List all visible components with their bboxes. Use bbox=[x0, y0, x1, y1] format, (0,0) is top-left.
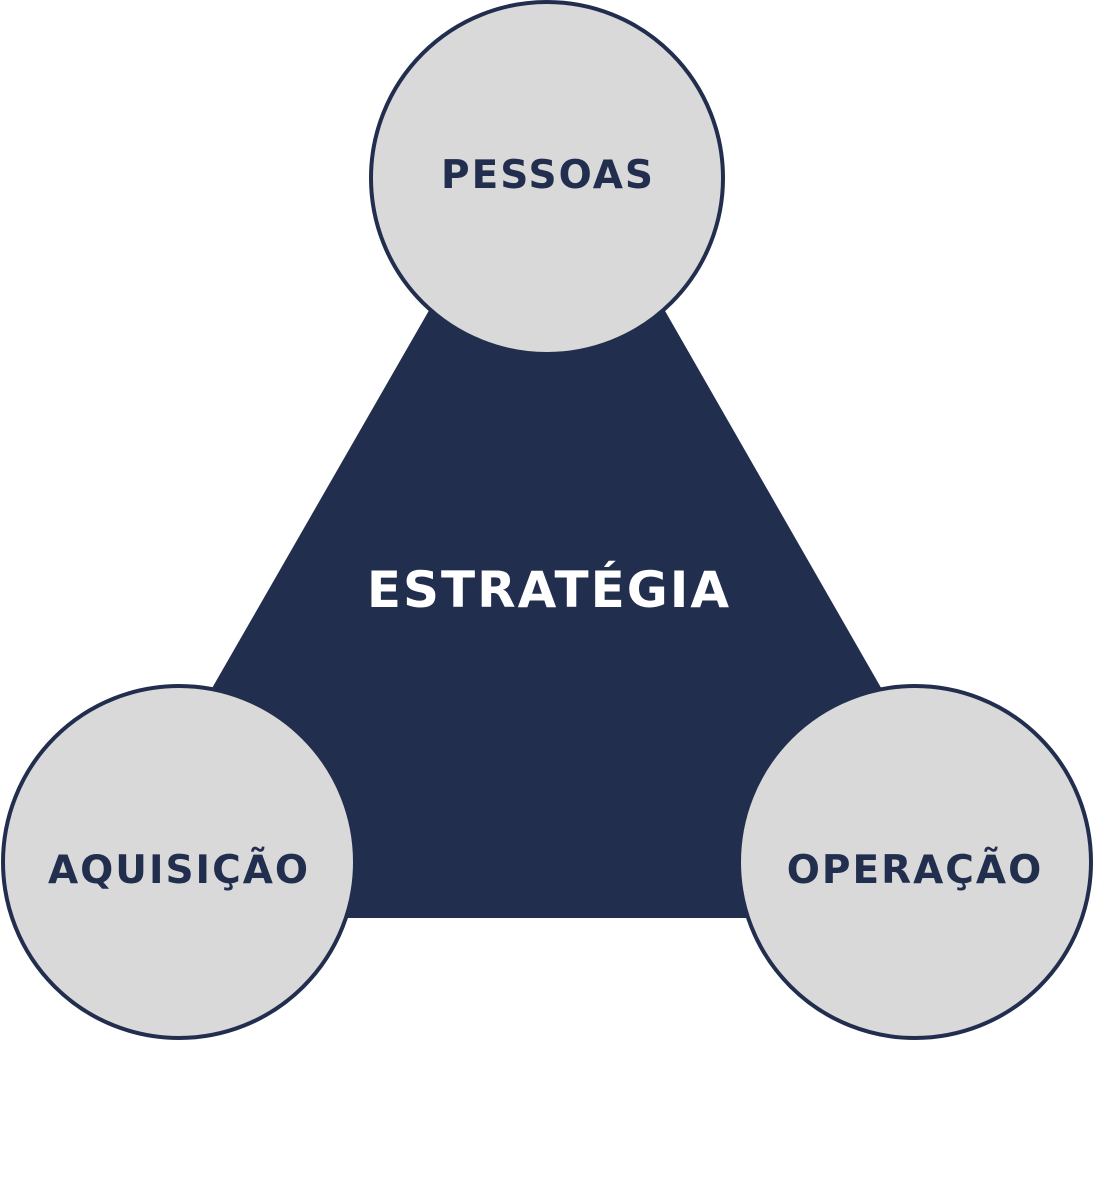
node-pessoas: PESSOAS bbox=[369, 0, 725, 356]
node-operacao: OPERAÇÃO bbox=[737, 684, 1093, 1040]
node-circle bbox=[369, 0, 725, 356]
node-label: PESSOAS bbox=[441, 153, 655, 198]
node-circle bbox=[737, 684, 1093, 1040]
node-aquisicao: AQUISIÇÃO bbox=[1, 684, 357, 1040]
strategy-triangle bbox=[80, 105, 1013, 918]
node-circle bbox=[1, 684, 357, 1040]
node-label: AQUISIÇÃO bbox=[48, 846, 310, 893]
center-label: ESTRATÉGIA bbox=[367, 560, 731, 619]
node-label: OPERAÇÃO bbox=[787, 846, 1044, 893]
